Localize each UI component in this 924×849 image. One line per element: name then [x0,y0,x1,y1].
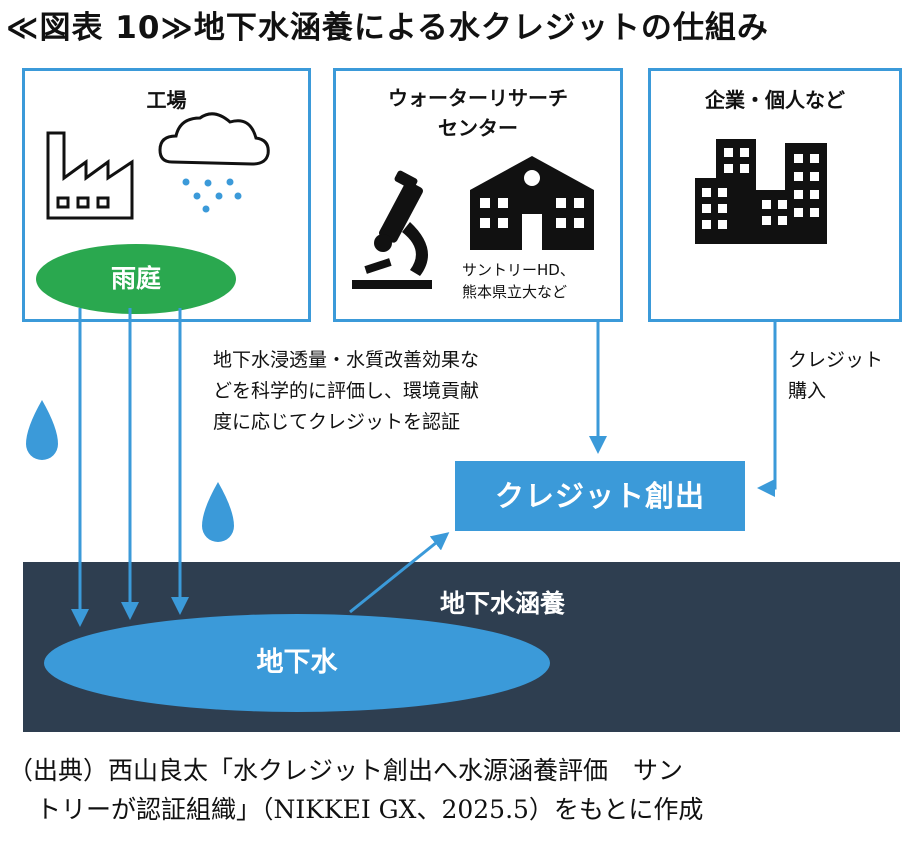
factory-box-title: 工場 [146,88,187,112]
rain-garden-label: 雨庭 [110,264,161,293]
purchase-arrow [757,322,777,497]
source-line1: （出典）西山良太「水クレジット創出へ水源涵養評価 サン [8,756,684,785]
source-line2: トリーが認証組織」（NIKKEI GX、2025.5）をもとに作成 [36,795,704,824]
raindrop-icon [26,400,58,460]
research-center-sub-line1: サントリーHD、 [462,261,575,279]
raindrop-icon-2 [202,482,234,542]
certification-note-line3: 度に応じてクレジットを認証 [213,411,461,433]
school-building-icon [470,156,594,250]
microscope-icon [352,170,432,289]
certification-note-line2: どを科学的に評価し、環境貢献 [213,380,480,402]
page-title: ≪図表 10≫地下水涵養による水クレジットの仕組み [6,10,769,46]
research-center-title-line2: センター [438,116,518,140]
office-buildings-icon [695,139,827,244]
research-center-title-line1: ウォーターリサーチ [388,86,568,110]
rain-cloud-icon [158,112,270,213]
rain-garden-ellipse [36,244,236,314]
groundwater-to-credit-arrow [349,532,450,614]
certification-note-line1: 地下水浸透量・水質改善効果な [213,349,480,371]
company-box-title: 企業・個人など [705,88,845,112]
purchase-note-line2: 購入 [788,380,827,402]
credit-creation-box: クレジット創出 [455,461,745,531]
groundwater-label: 地下水 [256,647,338,678]
research-center-sub-line2: 熊本県立大など [462,283,568,301]
purchase-note-line1: クレジット [788,349,884,371]
factory-icon [46,131,134,220]
groundwater-recharge-label: 地下水涵養 [440,589,566,618]
groundwater-ellipse [44,614,550,712]
